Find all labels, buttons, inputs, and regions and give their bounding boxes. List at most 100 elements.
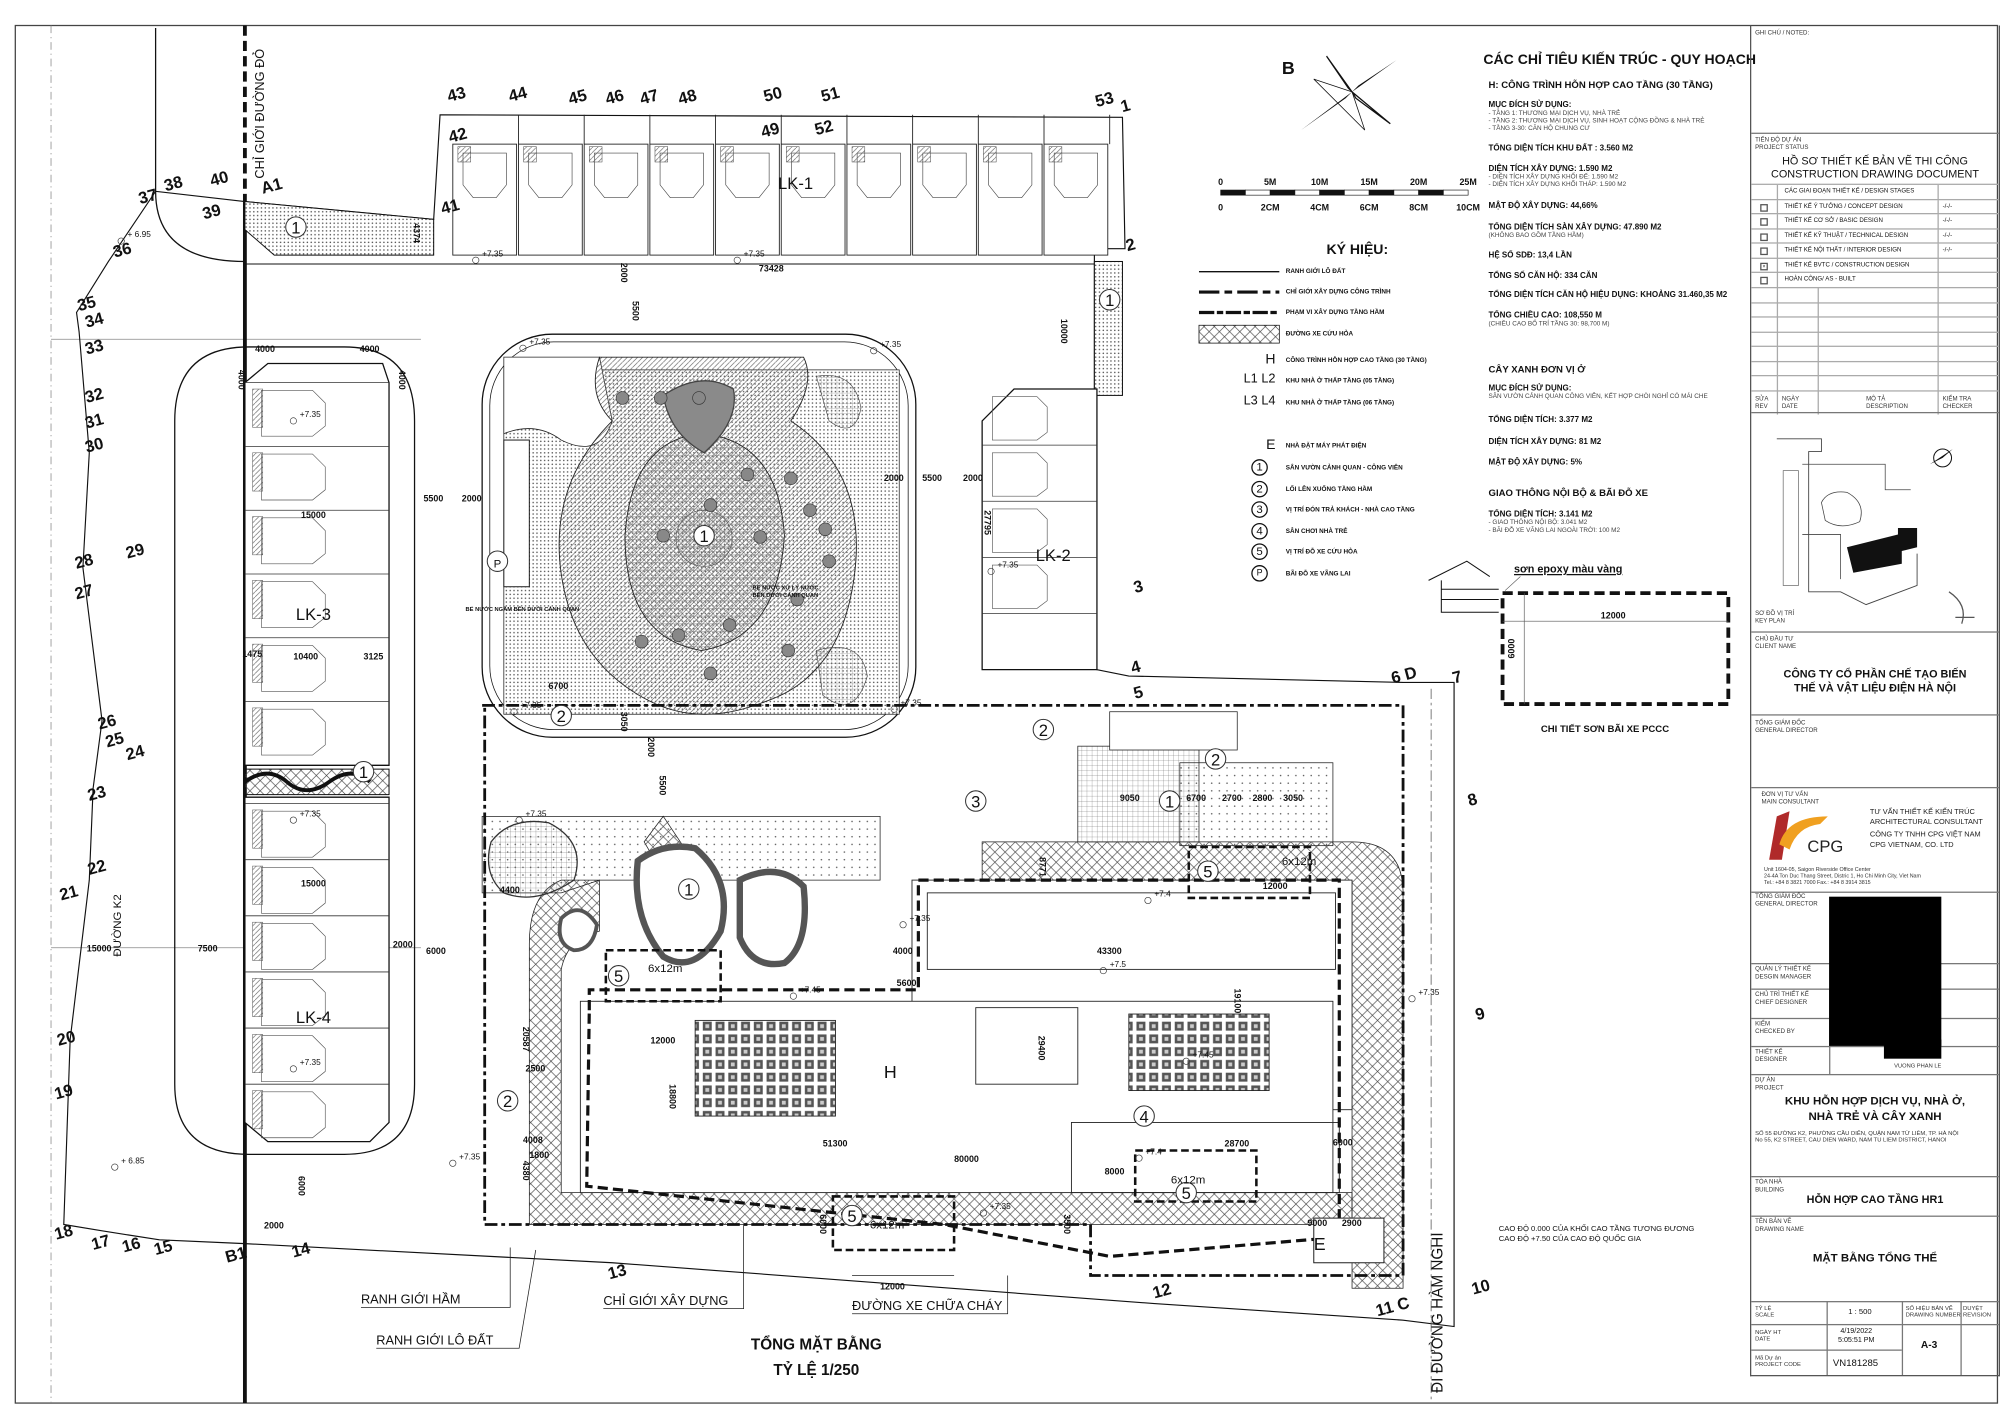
consultant-line: CÔNG TY TNHH CPG VIỆT NAM (1869, 831, 1981, 840)
dimension-label: 28700 (1224, 1139, 1249, 1149)
stage-checkbox[interactable] (1760, 232, 1768, 241)
tree-icon (784, 471, 798, 486)
label-vi: ĐƠN VỊ TƯ VẤN (1761, 792, 1808, 799)
note-label: BÊN DƯỚI CẢNH QUAN (753, 591, 819, 599)
fire-bay-label: 6x12m (870, 1219, 904, 1231)
elevation-label: +7.35 (520, 700, 541, 710)
generator-house (1313, 1217, 1385, 1264)
scale-tick-label: 25M (1459, 177, 1476, 187)
level-mark-icon (789, 992, 797, 1000)
design-stage-row: HOÀN CÔNG/ AS - BUILT (1751, 271, 1999, 288)
zone-marker-circle (607, 965, 630, 987)
tree-icon (803, 503, 817, 517)
label-en: PROJECT CODE (1755, 1360, 1801, 1368)
design-stages-table: CÁC GIAI ĐOẠN THIẾT KẾ / DESIGN STAGES T… (1751, 183, 1999, 288)
label-en: DATE (1781, 403, 1798, 411)
boundary-point-label: 46 (603, 85, 626, 108)
boundary-point-label: 50 (761, 83, 784, 106)
label-vi: TÊN BẢN VẼ (1755, 1219, 1792, 1226)
stage-checkbox[interactable] (1760, 247, 1768, 256)
boundary-point-label: 15 (152, 1236, 175, 1259)
callout-leaders (360, 1224, 1009, 1349)
boundary-point-label: 28 (73, 550, 96, 573)
status-en: CONSTRUCTION DRAWING DOCUMENT (1770, 167, 1979, 180)
legend-marker-label: VỊ TRÍ ĐỖ XE CỨU HỎA (1285, 548, 1358, 557)
zone-marker-label: 1 (1165, 792, 1174, 811)
level-mark-icon (510, 708, 518, 716)
tree-icon (703, 498, 718, 512)
fire-bay-label: 6x12m (1171, 1175, 1205, 1187)
client-name-line: THẾ VÀ VẬT LIỆU ĐIỆN HÀ NỘI (1793, 681, 1957, 694)
compass-label: B (1281, 57, 1295, 78)
zone-label: LK-3 (296, 605, 331, 624)
level-mark-icon (472, 256, 480, 264)
dimension-label: 8000 (1105, 1167, 1125, 1177)
label-vi: SƠ ĐỒ VỊ TRÍ (1755, 610, 1795, 618)
zone-marker-label: 5 (1203, 863, 1212, 882)
drawing-name: MẶT BẰNG TỔNG THỂ (1812, 1251, 1938, 1265)
dimension-label: 5500 (657, 776, 667, 796)
build-area-line: - DIỆN TÍCH XÂY DỰNG KHỐI THÁP: 1.590 M2 (1488, 181, 1627, 189)
stage-date: -/-/- (1942, 203, 1953, 210)
green-use: MỤC ĐÍCH SỬ DỤNG: SÂN VƯỜN CẢNH QUAN CÔN… (1489, 384, 1708, 401)
boundary-point-label: 20 (55, 1027, 78, 1050)
build-area-line: - DIỆN TÍCH XÂY DỰNG KHỐI ĐẾ: 1.590 M2 (1488, 173, 1619, 182)
stage-date: -/-/- (1942, 218, 1953, 225)
dimension-label: 15000 (301, 878, 326, 888)
level-mark-icon (449, 1159, 457, 1167)
elevation-label: +7.35 (529, 336, 550, 346)
stage-checkbox[interactable] (1760, 203, 1768, 212)
address-vi: SỐ 55 ĐƯỜNG K2, PHƯỜNG CẦU DIỄN, QUẬN NA… (1755, 1130, 1959, 1137)
stage-label: THIẾT KẾ BVTC / CONSTRUCTION DESIGN (1784, 262, 1910, 269)
townhouse-unit (977, 143, 1043, 256)
consultant-address: Unit 1604-05, Saigon Riverside Office Ce… (1764, 866, 1921, 885)
dimension-label: 1800 (529, 1150, 549, 1160)
tree-icon (722, 618, 737, 632)
dimension-label: 15000 (301, 510, 326, 520)
stage-checkbox[interactable] (1760, 276, 1768, 285)
label-vi: CHỦ TRÌ THIẾT KẾ (1755, 992, 1809, 999)
elevation-label: +7.35 (300, 808, 321, 818)
use-label: MỤC ĐÍCH SỬ DỤNG: (1488, 100, 1572, 110)
legend-basement: PHẠM VI XÂY DỰNG TẦNG HẦM (1285, 308, 1385, 317)
legend-marker: 4 (1251, 522, 1268, 540)
boundary-point-label: 48 (676, 85, 699, 108)
label-vi: CHỦ ĐẦU TƯ (1755, 636, 1794, 643)
stage-checkbox[interactable] (1760, 218, 1768, 226)
label-vi: MÔ TẢ (1866, 396, 1886, 404)
dimension-label: 6000 (1333, 1137, 1353, 1147)
callout-label: ĐƯỜNG XE CHỮA CHÁY (852, 1298, 1003, 1313)
zone-label: LK-4 (296, 1008, 331, 1027)
tree-icon (822, 554, 836, 568)
dimension-label: 1475 (242, 649, 262, 659)
label-vi: NGÀY (1781, 396, 1800, 404)
boundary-point-label: A1 (259, 174, 284, 198)
label-en: PROJECT (1755, 1084, 1784, 1092)
dimension-label: 9000 (1307, 1218, 1327, 1228)
floor-area-value: TỔNG DIỆN TÍCH SÀN XÂY DỰNG: 47.890 M2 (1488, 223, 1662, 233)
green-strip-east (1093, 260, 1123, 396)
legend-symbol-label: KHU NHÀ Ở THẤP TẦNG (06 TẦNG) (1285, 399, 1395, 407)
label-en: GENERAL DIRECTOR (1755, 901, 1818, 908)
status-vi: HỒ SƠ THIẾT KẾ BẢN VẼ THI CÔNG (1782, 154, 1968, 168)
boundary-point-label: 8 (1466, 789, 1480, 810)
floor-area: TỔNG DIỆN TÍCH SÀN XÂY DỰNG: 47.890 M2 (… (1489, 223, 1662, 240)
key-plan-drawing (1776, 438, 1975, 624)
label-vi: TỶ LỆ (1755, 1304, 1772, 1312)
stage-checkbox[interactable]: × (1760, 262, 1768, 270)
tree-icon (654, 391, 668, 405)
stage-label: THIẾT KẾ Ý TƯỞNG / CONCEPT DESIGN (1784, 203, 1903, 210)
zone-label: H (884, 1062, 897, 1082)
scale-tick-label: 20M (1410, 177, 1427, 187)
label-en: CHECKED BY (1755, 1028, 1795, 1036)
green-density: MẬT ĐỘ XÂY DỰNG: 5% (1488, 457, 1583, 467)
dimension-label: 5500 (922, 473, 942, 483)
